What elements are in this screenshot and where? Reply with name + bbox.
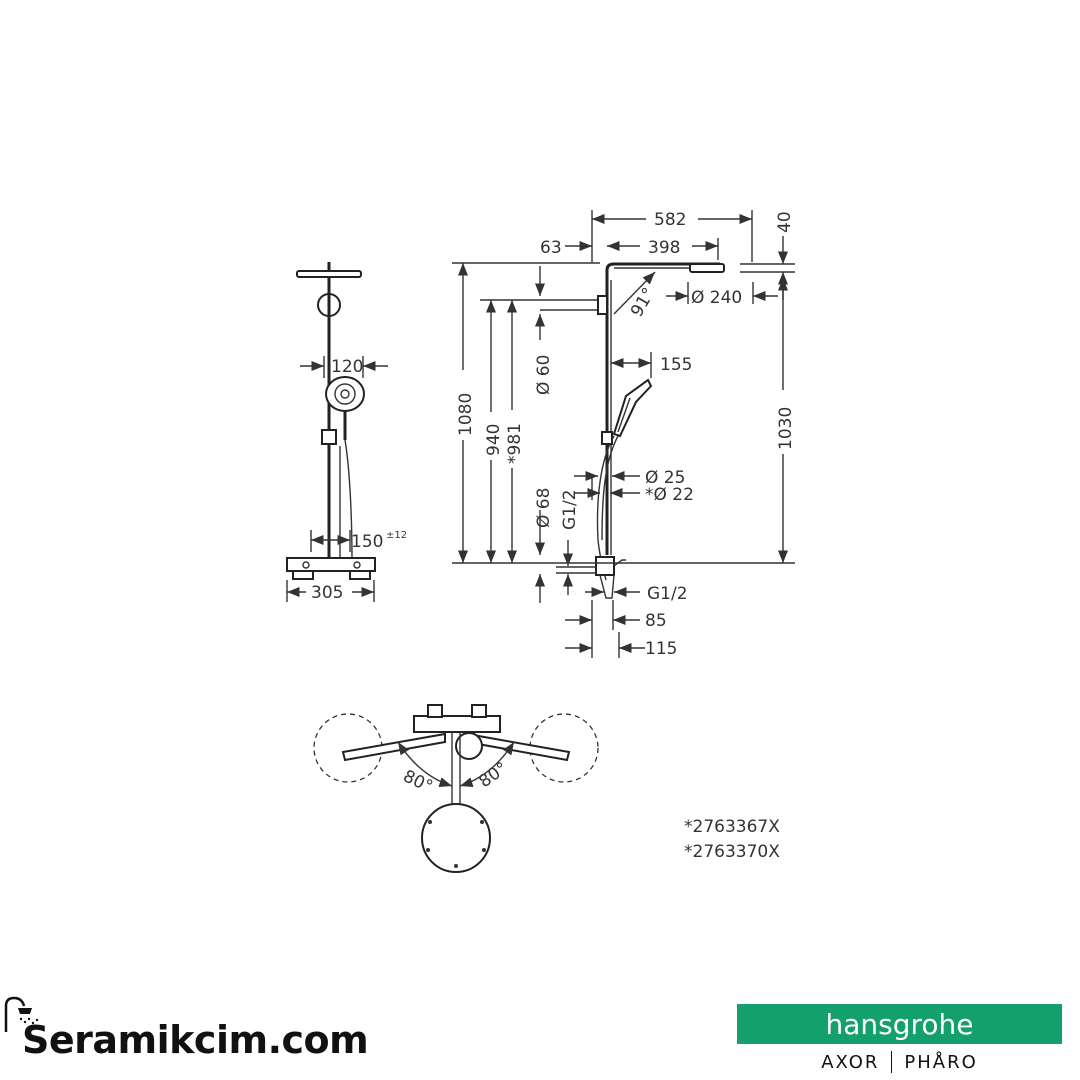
note-article-1: *2763367X [684, 817, 780, 837]
slider [321, 429, 337, 445]
swivel-arm-left [341, 732, 446, 762]
dim-diameter-240: Ø 240 [691, 288, 742, 308]
thermostat-front [286, 557, 376, 572]
shower-logo-icon [4, 996, 39, 1032]
dim-305: 305 [311, 583, 343, 603]
sub-brand-axor: AXOR [821, 1051, 880, 1073]
brand-separator [891, 1051, 893, 1073]
note-article-2: *2763370X [684, 842, 780, 862]
thermostat-side [595, 556, 615, 576]
dim-63: 63 [540, 238, 562, 258]
dim-40: 40 [775, 211, 795, 233]
dim-85: 85 [645, 611, 667, 631]
dim-1080: 1080 [456, 393, 476, 436]
hand-shower-side [612, 378, 653, 438]
dim-thread-g12-horizontal: G1/2 [647, 584, 688, 604]
dim-150: 150 [351, 532, 383, 552]
sub-brand-pharo: PHÅRO [904, 1051, 978, 1073]
dim-diameter-22: *Ø 22 [645, 485, 694, 505]
dim-diameter-25: Ø 25 [645, 468, 685, 488]
hand-shower-front [325, 376, 365, 412]
dim-398: 398 [648, 238, 680, 258]
wall-bracket-side [597, 295, 608, 315]
swivel-range-right [529, 713, 599, 783]
dim-582: 582 [654, 210, 686, 230]
thermostat-top [413, 715, 501, 733]
dim-155: 155 [660, 355, 692, 375]
dim-diameter-68: Ø 68 [534, 488, 554, 528]
dim-thread-g12-vertical: G1/2 [560, 489, 580, 530]
dim-1030: 1030 [776, 407, 796, 450]
overhead-shower-side [689, 263, 725, 273]
sub-brand-logos: AXOR PHÅRO [737, 1049, 1062, 1075]
dim-940: 940 [484, 424, 504, 456]
dim-angle-91: 91° [627, 284, 659, 320]
dim-150-tolerance: ±12 [386, 530, 407, 541]
site-name: Seramikcim.com [22, 1018, 369, 1062]
dim-angle-80-right: 80° [475, 758, 511, 792]
dim-angle-80-left: 80° [400, 766, 436, 797]
dim-120: 120 [331, 357, 363, 377]
side-view: 582 398 63 40 Ø 240 91° Ø 60 155 [452, 208, 796, 659]
brand-logo-hansgrohe: hansgrohe [737, 1004, 1062, 1044]
dim-diameter-60: Ø 60 [534, 355, 554, 395]
overhead-shower-top [421, 803, 491, 873]
dim-981: *981 [505, 423, 525, 464]
front-view: 120 150 ±12 305 [286, 262, 407, 603]
technical-drawing: 120 150 ±12 305 [286, 208, 796, 873]
top-view: 80° 80° [313, 704, 599, 873]
dim-115: 115 [645, 639, 677, 659]
shower-arm [605, 262, 720, 282]
hose-front [344, 439, 353, 561]
